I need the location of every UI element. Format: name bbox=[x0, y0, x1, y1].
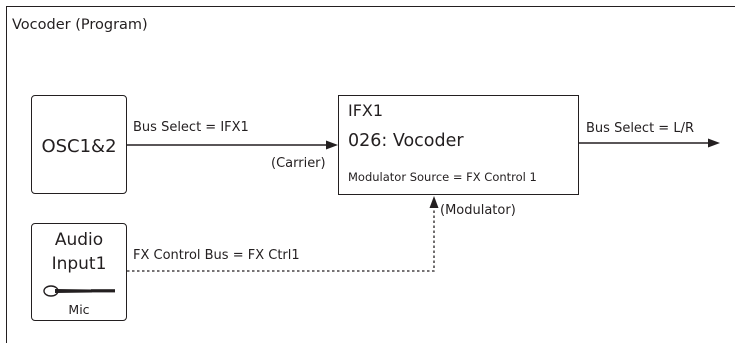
carrier-arrowhead bbox=[326, 140, 338, 150]
modulator-source-label: Modulator Source = FX Control 1 bbox=[348, 170, 537, 184]
osc-block: OSC1&2 bbox=[31, 95, 127, 194]
modulator-signal-line bbox=[127, 205, 435, 272]
carrier-label: (Carrier) bbox=[271, 156, 326, 171]
ifx1-effect: 026: Vocoder bbox=[348, 131, 464, 151]
bus-select-ifx-label: Bus Select = IFX1 bbox=[133, 120, 249, 135]
modulator-label: (Modulator) bbox=[440, 203, 516, 218]
audio-input-label-line2: Input1 bbox=[51, 254, 107, 274]
osc-label: OSC1&2 bbox=[41, 136, 117, 157]
diagram-title: Vocoder (Program) bbox=[12, 17, 148, 33]
ifx1-name: IFX1 bbox=[348, 101, 384, 120]
output-arrowhead bbox=[708, 138, 720, 148]
mic-label: Mic bbox=[68, 302, 90, 317]
modulator-arrowhead bbox=[429, 196, 439, 208]
fx-control-bus-label: FX Control Bus = FX Ctrl1 bbox=[133, 248, 300, 263]
ifx1-block: IFX1 026: Vocoder Modulator Source = FX … bbox=[338, 95, 579, 195]
bus-select-lr-label: Bus Select = L/R bbox=[586, 121, 694, 136]
audio-input-block: Audio Input1 Mic bbox=[31, 223, 127, 321]
audio-input-label-line1: Audio bbox=[54, 230, 104, 250]
microphone-icon bbox=[43, 285, 115, 297]
diagram-frame bbox=[6, 6, 735, 343]
